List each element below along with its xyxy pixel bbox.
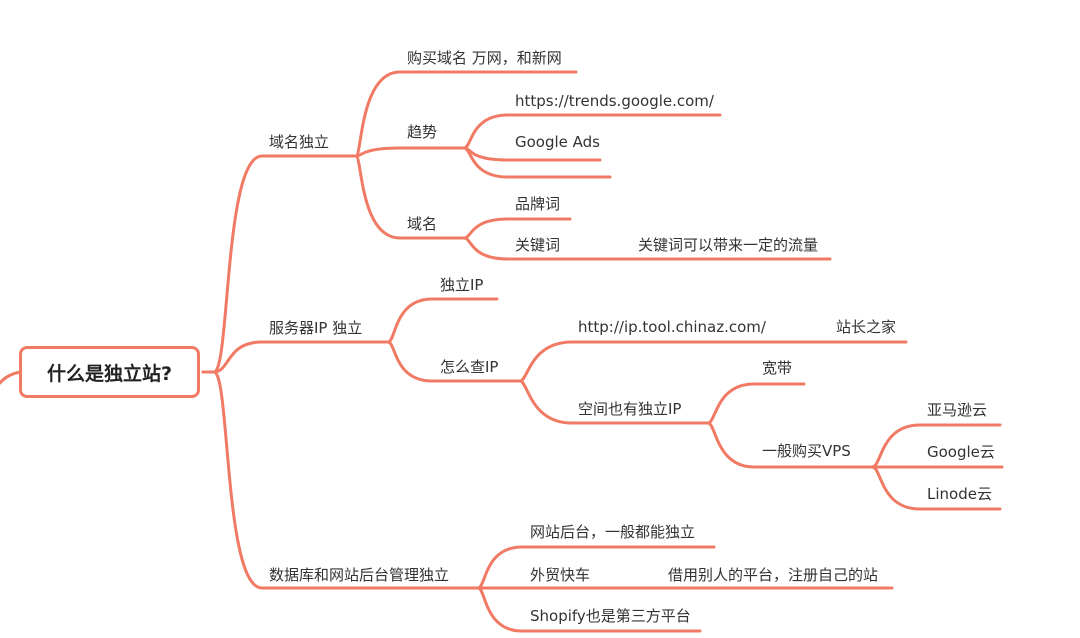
- edge-vps-linode: [870, 465, 1002, 511]
- node-how-check-ip[interactable]: 怎么查IP: [440, 358, 499, 376]
- node-amazon-cloud[interactable]: 亚马逊云: [927, 401, 988, 419]
- node-server-ip-independent[interactable]: 服务器IP 独立: [269, 319, 363, 337]
- edge-trend-url: [462, 113, 722, 150]
- node-trade-express-note[interactable]: 借用别人的平台，注册自己的站: [668, 566, 879, 584]
- node-keyword-note[interactable]: 关键词可以带来一定的流量: [638, 236, 819, 254]
- edge-server-check: [386, 340, 522, 383]
- edge-db-shopify: [476, 586, 702, 633]
- edge-domain-trend: [354, 146, 466, 158]
- edge-root-database: [201, 370, 480, 590]
- node-trade-express[interactable]: 外贸快车: [530, 566, 591, 584]
- node-chinaz-note[interactable]: 站长之家: [836, 318, 897, 336]
- node-keyword[interactable]: 关键词: [515, 236, 561, 254]
- edge-trend-empty: [462, 146, 612, 179]
- edge-db-backend: [476, 545, 716, 590]
- root-left-stub: [0, 370, 22, 385]
- node-buy-vps[interactable]: 一般购买VPS: [762, 442, 851, 460]
- node-domain-name[interactable]: 域名: [407, 215, 438, 233]
- root-node[interactable]: 什么是独立站?: [19, 346, 200, 398]
- edge-space-broadband: [706, 382, 806, 425]
- node-linode-cloud[interactable]: Linode云: [927, 485, 992, 503]
- node-chinaz-url[interactable]: http://ip.tool.chinaz.com/: [578, 318, 766, 336]
- edge-name-keyword: [462, 236, 832, 261]
- node-space-ip[interactable]: 空间也有独立IP: [578, 400, 682, 418]
- node-brand-word[interactable]: 品牌词: [515, 195, 561, 213]
- node-trend[interactable]: 趋势: [407, 123, 438, 141]
- node-website-backend[interactable]: 网站后台，一般都能独立: [530, 523, 696, 541]
- node-trends-url[interactable]: https://trends.google.com/: [515, 92, 714, 110]
- node-google-ads[interactable]: Google Ads: [515, 133, 600, 151]
- edge-server-ip: [386, 297, 499, 344]
- edge-check-space: [518, 379, 710, 425]
- edge-vps-amazon: [870, 423, 1002, 469]
- node-broadband[interactable]: 宽带: [762, 359, 793, 377]
- node-domain-independent[interactable]: 域名独立: [269, 133, 330, 151]
- node-google-cloud[interactable]: Google云: [927, 443, 995, 461]
- node-database-independent[interactable]: 数据库和网站后台管理独立: [269, 566, 450, 584]
- node-shopify[interactable]: Shopify也是第三方平台: [530, 607, 691, 625]
- root-label: 什么是独立站?: [46, 362, 173, 385]
- edge-root-server: [201, 340, 390, 374]
- edge-check-chinaz: [518, 340, 908, 383]
- node-independent-ip[interactable]: 独立IP: [440, 276, 484, 294]
- edge-root-domain: [201, 154, 358, 374]
- edge-domain-name: [354, 154, 466, 240]
- node-buy-domain[interactable]: 购买域名 万网，和新网: [407, 49, 562, 67]
- edge-domain-buy: [354, 70, 578, 158]
- edge-space-vps: [706, 421, 874, 469]
